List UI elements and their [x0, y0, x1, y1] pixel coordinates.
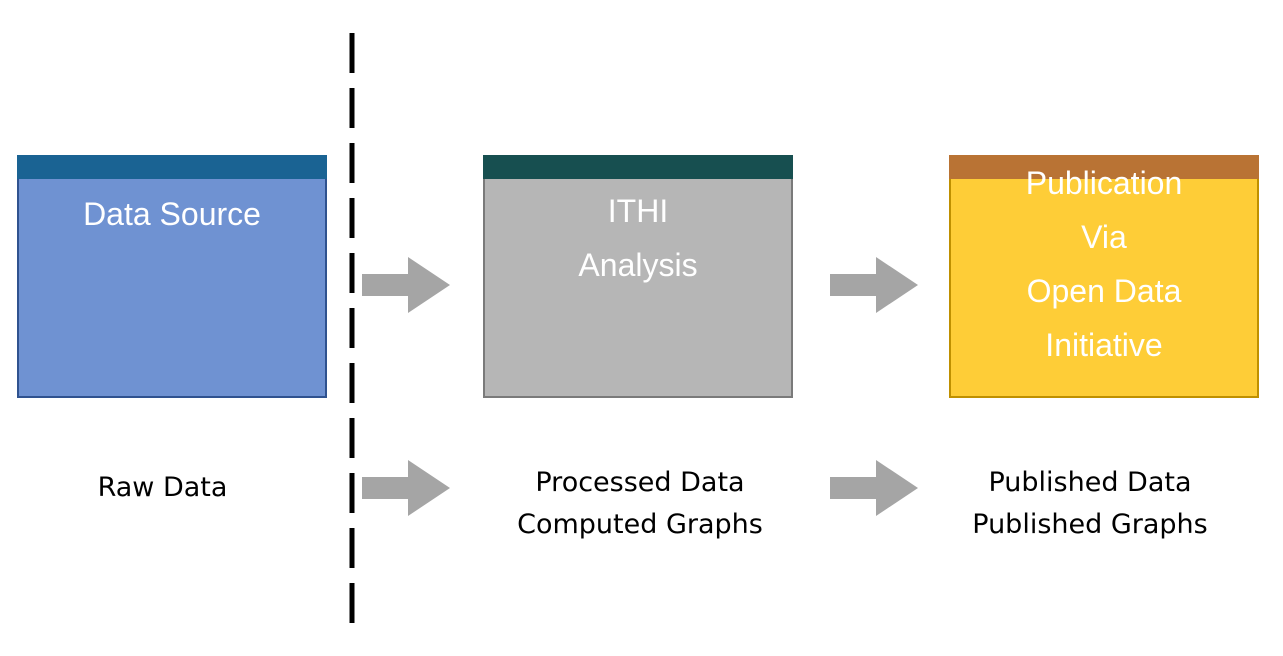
arrow-right-icon: [362, 257, 450, 313]
caption-line: Published Graphs: [972, 509, 1208, 540]
data-source-box: Data Source: [17, 155, 327, 398]
caption-line: Processed Data: [535, 467, 745, 498]
publication-box-body: [949, 179, 1259, 398]
publication-box-text: Publication Via Open Data Initiative: [949, 156, 1259, 372]
caption-line: Raw Data: [97, 472, 228, 503]
arrow-right-icon: [830, 460, 918, 516]
data-source-box-header: [17, 155, 327, 179]
publication-box-header: [949, 155, 1259, 179]
box-line: Publication: [1025, 165, 1183, 201]
box-line: Open Data: [1026, 273, 1182, 309]
raw-data-caption: Raw Data: [40, 467, 285, 509]
box-line: Data Source: [83, 196, 261, 232]
data-source-box-body: [17, 179, 327, 398]
published-data-caption: Published Data Published Graphs: [940, 462, 1240, 546]
box-line: Via: [1081, 219, 1127, 255]
arrow-right-icon: [362, 460, 450, 516]
ithi-analysis-box: ITHI Analysis: [483, 155, 793, 398]
arrow-right-icon: [830, 257, 918, 313]
data-source-box-text: Data Source: [17, 187, 327, 241]
ithi-analysis-box-header: [483, 155, 793, 179]
processed-data-caption: Processed Data Computed Graphs: [480, 462, 800, 546]
ithi-analysis-box-body: [483, 179, 793, 398]
dashed-divider-line: [349, 33, 355, 636]
box-line: ITHI: [607, 193, 669, 229]
ithi-analysis-box-text: ITHI Analysis: [483, 184, 793, 292]
caption-line: Published Data: [988, 467, 1192, 498]
box-line: Analysis: [578, 247, 698, 283]
publication-box: Publication Via Open Data Initiative: [949, 155, 1259, 398]
caption-line: Computed Graphs: [517, 509, 763, 540]
box-line: Initiative: [1045, 327, 1163, 363]
